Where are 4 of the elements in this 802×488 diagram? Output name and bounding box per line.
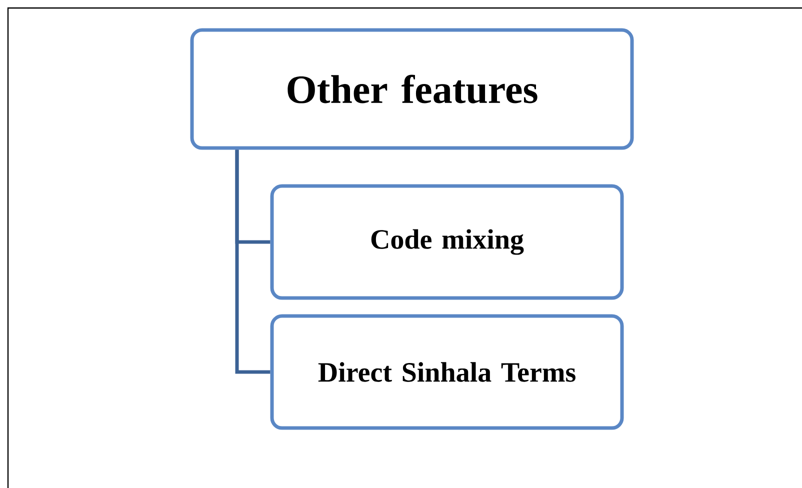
text-box: Code mixing [270,184,624,300]
connector-line [235,150,270,374]
text-box: Other features [190,28,634,150]
text-box: Direct Sinhala Terms [270,314,624,430]
